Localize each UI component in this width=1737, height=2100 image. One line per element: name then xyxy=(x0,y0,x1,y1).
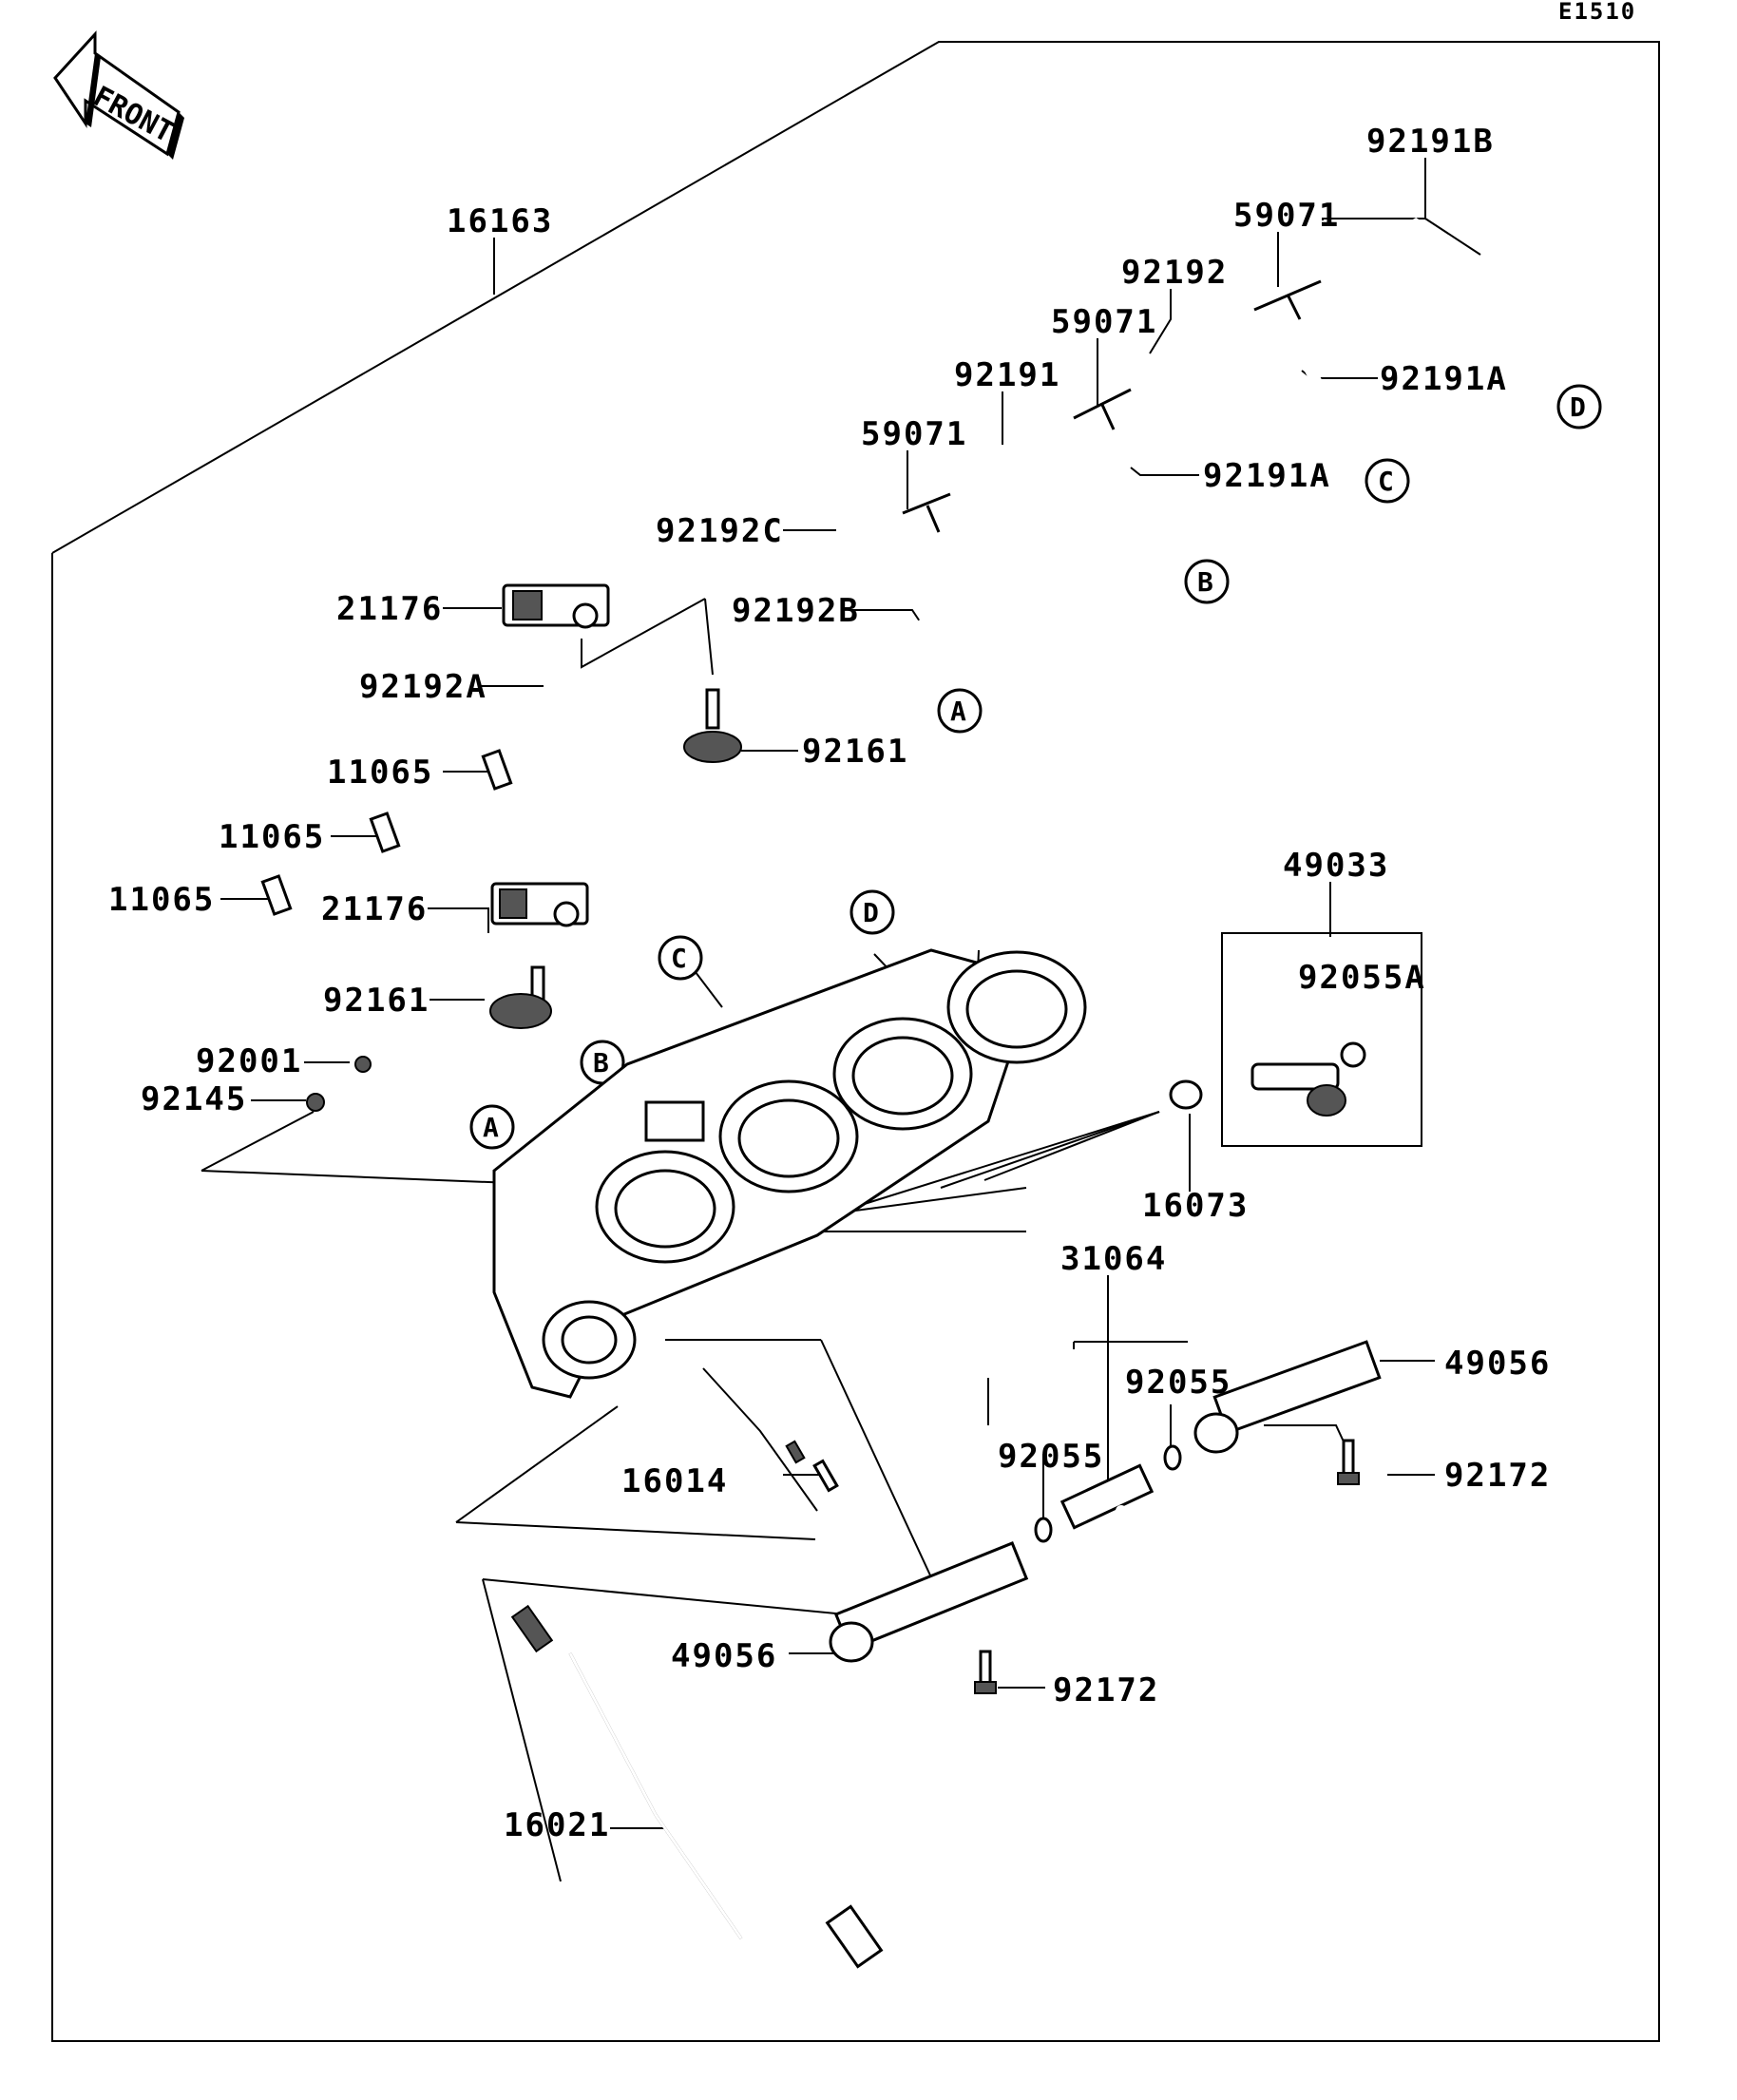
delivery-pipe-49056-right xyxy=(1193,1340,1382,1454)
part-label-92191a-mid: 92191A xyxy=(1203,457,1331,495)
screw-92001 xyxy=(354,1056,372,1073)
clamp-92161-top xyxy=(683,688,742,763)
part-label-11065-c: 11065 xyxy=(108,881,215,919)
connector-ref-a1: A xyxy=(937,688,983,734)
sensor-21176-mid xyxy=(490,882,589,927)
part-label-16163: 16163 xyxy=(447,202,553,240)
connector-ref-d1: D xyxy=(1556,384,1602,430)
svg-text:A: A xyxy=(483,1112,499,1143)
part-label-11065-b: 11065 xyxy=(219,818,325,856)
part-label-31064: 31064 xyxy=(1060,1240,1167,1278)
vacuum-hose-92191b xyxy=(1336,217,1488,291)
svg-text:B: B xyxy=(1197,566,1213,598)
cap-11065-c xyxy=(260,874,293,916)
part-label-59071-mid: 59071 xyxy=(1051,303,1157,341)
o-ring-92055-left xyxy=(1034,1517,1053,1543)
svg-text:D: D xyxy=(863,897,879,928)
o-ring-92055-right xyxy=(1163,1444,1182,1471)
delivery-pipe-49056-left xyxy=(829,1541,1029,1663)
fuel-pipe-31064 xyxy=(1059,1463,1241,1565)
part-label-92055a: 92055A xyxy=(1298,959,1426,997)
part-label-92145: 92145 xyxy=(141,1080,247,1118)
part-label-92055-right: 92055 xyxy=(1125,1364,1231,1402)
joint-59071-left xyxy=(902,492,951,533)
assembly-outline xyxy=(51,41,1660,2042)
part-label-92191b: 92191B xyxy=(1366,123,1495,161)
svg-text:C: C xyxy=(1378,466,1394,497)
part-label-21176-top: 21176 xyxy=(336,590,443,628)
part-label-92191: 92191 xyxy=(954,356,1060,394)
connector-ref-d2: D xyxy=(849,889,895,935)
adjust-screw-16014 xyxy=(785,1440,839,1493)
svg-text:A: A xyxy=(950,696,966,727)
vacuum-hose-92191 xyxy=(986,435,1041,471)
throttle-body-assembly xyxy=(492,948,1087,1399)
injector-box xyxy=(1221,932,1422,1147)
svg-text:C: C xyxy=(671,943,687,974)
throttle-spring-16021 xyxy=(510,1604,884,1969)
part-label-49056-left: 49056 xyxy=(671,1637,777,1675)
part-label-16073: 16073 xyxy=(1142,1187,1249,1225)
vacuum-hose-92191a-right xyxy=(1296,348,1347,431)
cap-11065-a xyxy=(481,749,513,791)
cap-11065-b xyxy=(369,811,401,853)
part-label-92001: 92001 xyxy=(196,1042,302,1080)
connector-ref-b2: B xyxy=(580,1040,625,1085)
front-arrow-icon: FRONT xyxy=(53,30,184,160)
part-label-49033: 49033 xyxy=(1283,847,1389,885)
joint-59071-top xyxy=(1253,279,1322,320)
part-label-16021: 16021 xyxy=(504,1806,610,1844)
vacuum-hose-92192a xyxy=(545,659,633,734)
part-label-21176-mid: 21176 xyxy=(321,890,428,928)
vacuum-hose-92192 xyxy=(1135,310,1241,384)
o-ring-92055a xyxy=(1340,1041,1366,1068)
part-label-92192: 92192 xyxy=(1121,254,1228,292)
part-label-92161-top: 92161 xyxy=(802,733,908,771)
connector-ref-c1: C xyxy=(1365,458,1410,504)
bolt-92172-left xyxy=(974,1650,997,1694)
cap-92192c xyxy=(835,506,864,558)
injector-49033 xyxy=(1250,1062,1346,1117)
part-label-92192b: 92192B xyxy=(732,592,860,630)
part-label-11065-a: 11065 xyxy=(327,754,433,792)
part-label-92192c: 92192C xyxy=(656,512,784,550)
svg-text:D: D xyxy=(1570,391,1586,423)
part-label-92172-right: 92172 xyxy=(1444,1457,1551,1495)
connector-ref-b1: B xyxy=(1184,559,1230,604)
part-label-59071-left: 59071 xyxy=(861,415,967,453)
part-label-92161-mid: 92161 xyxy=(323,982,429,1020)
joint-59071-mid xyxy=(1073,388,1132,430)
bolt-92172-right xyxy=(1337,1439,1360,1485)
sensor-21176-top xyxy=(502,583,610,629)
connector-ref-a2: A xyxy=(469,1104,515,1150)
seal-16073 xyxy=(1169,1079,1203,1110)
part-label-92055-left: 92055 xyxy=(998,1438,1104,1476)
connector-ref-c2: C xyxy=(658,935,703,981)
part-label-92172-left: 92172 xyxy=(1053,1671,1159,1709)
svg-text:B: B xyxy=(593,1047,609,1079)
nut-92145 xyxy=(306,1093,325,1112)
part-label-59071-top: 59071 xyxy=(1233,197,1340,235)
vacuum-hose-92191a-mid xyxy=(1112,454,1169,534)
part-label-16014: 16014 xyxy=(621,1462,728,1500)
part-label-92191a-right: 92191A xyxy=(1380,360,1508,398)
part-label-49056-right: 49056 xyxy=(1444,1345,1551,1383)
diagram-code: E1510 xyxy=(1558,0,1636,25)
vacuum-hose-92192b xyxy=(893,555,957,665)
part-label-92192a: 92192A xyxy=(359,668,487,706)
clamp-92161-mid xyxy=(489,965,552,1029)
